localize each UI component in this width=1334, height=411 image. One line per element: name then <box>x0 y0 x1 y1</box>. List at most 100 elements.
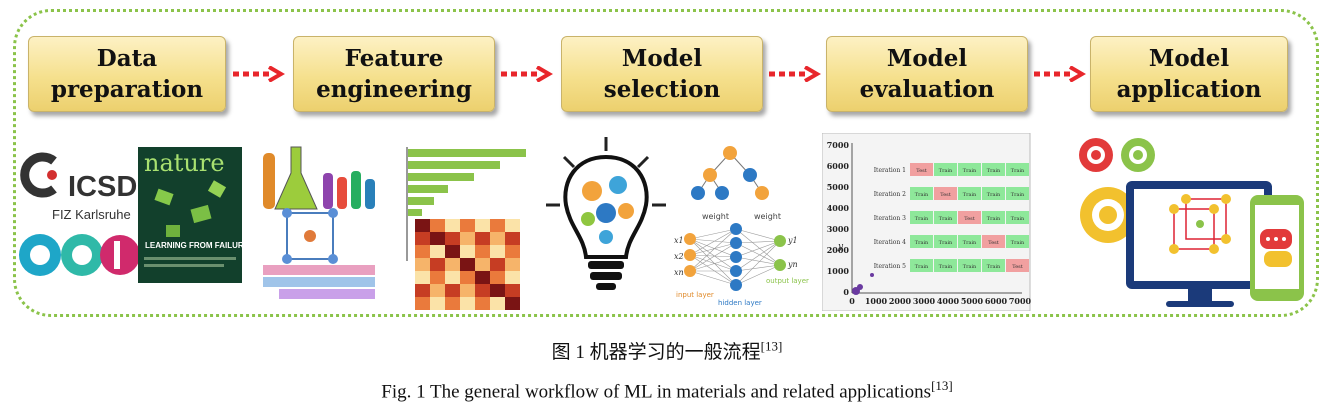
heatmap-cell <box>505 271 520 284</box>
lab-flasks-icon <box>263 146 375 210</box>
y-tick-label: 4000 <box>827 203 850 213</box>
x-tick-label: 5000 <box>961 296 984 306</box>
nn-connection <box>735 242 781 266</box>
train-fold <box>910 259 933 272</box>
x-tick-label: 1000 <box>865 296 888 306</box>
heatmap-cell <box>430 297 445 310</box>
input-x2: x2 <box>674 252 684 261</box>
model-application-illustration <box>1079 138 1304 307</box>
decision-tree-icon <box>691 146 769 200</box>
train-fold <box>958 235 981 248</box>
step-line1: Feature <box>344 45 444 72</box>
y-tick-label: 1000 <box>827 266 850 276</box>
input-layer-label: input layer <box>676 291 714 299</box>
nn-connection <box>689 228 737 272</box>
nn-connection <box>689 254 737 286</box>
train-fold <box>982 187 1005 200</box>
nn-connection <box>689 270 737 286</box>
nn-input-node <box>684 265 696 277</box>
nn-connection <box>689 228 737 256</box>
x-tick-label: 2000 <box>889 296 912 306</box>
heatmap-cell <box>475 284 490 297</box>
heatmap-cell <box>475 297 490 310</box>
nn-hidden-node <box>730 265 742 277</box>
iteration-label: Iteration 5 <box>874 263 906 270</box>
heatmap-cell <box>415 284 430 297</box>
nn-connection <box>735 240 781 244</box>
monitor-icon <box>1126 181 1272 307</box>
nn-connection <box>735 240 781 286</box>
train-fold <box>1006 235 1029 248</box>
heatmap-cell <box>430 258 445 271</box>
nn-connection <box>689 256 737 272</box>
heatmap-cell <box>460 245 475 258</box>
train-fold <box>934 163 957 176</box>
nature-title: nature <box>144 149 225 177</box>
weight-label-left: weight <box>702 212 729 221</box>
fold-label: Train <box>963 168 977 174</box>
heatmap-cell <box>430 271 445 284</box>
train-fold <box>934 259 957 272</box>
train-fold <box>1006 187 1029 200</box>
train-fold <box>910 187 933 200</box>
heatmap-cell <box>415 297 430 310</box>
fold-label: Test <box>988 240 998 246</box>
fold-label: Train <box>915 264 929 270</box>
iteration-label: Iteration 2 <box>874 191 906 198</box>
fiz-label: FIZ Karlsruhe <box>52 207 131 222</box>
step-line2: evaluation <box>859 76 995 103</box>
fold-label: Train <box>963 264 977 270</box>
heatmap-cell <box>505 219 520 232</box>
heatmap-cell <box>490 297 505 310</box>
nn-input-node <box>684 233 696 245</box>
x-tick-label: 4000 <box>937 296 960 306</box>
flow-arrow-4 <box>1034 66 1086 82</box>
heatmap-cell <box>460 258 475 271</box>
test-fold <box>1006 259 1029 272</box>
nn-connection <box>735 228 781 266</box>
heatmap-cell <box>415 271 430 284</box>
fold-label: Train <box>987 216 1001 222</box>
heatmap-cell <box>445 297 460 310</box>
model-selection-illustration: weight weight x1 x2 xn y1 yn input layer… <box>546 137 809 307</box>
train-fold <box>934 235 957 248</box>
heatmap-cell <box>490 245 505 258</box>
fold-label: Test <box>1012 264 1022 270</box>
flow-arrow-1 <box>233 66 285 82</box>
y-tick-label: 2000 <box>827 245 850 255</box>
heatmap-cell <box>460 219 475 232</box>
heatmap-cell <box>415 258 430 271</box>
heatmap-cell <box>445 284 460 297</box>
y-tick-label: 0 <box>843 287 849 297</box>
workflow-frame <box>13 9 1319 317</box>
step-line1: Data <box>96 45 158 72</box>
heatmap-cell <box>430 219 445 232</box>
nn-connection <box>735 264 781 286</box>
heatmap-cell <box>445 232 460 245</box>
nn-hidden-node <box>730 237 742 249</box>
nn-input-node <box>684 249 696 261</box>
neural-network-diagram <box>684 223 786 291</box>
heatmap-cell <box>505 245 520 258</box>
icsd-logo: ICSD FIZ Karlsruhe <box>20 152 137 222</box>
fold-label: Train <box>939 240 953 246</box>
heatmap-cell <box>445 219 460 232</box>
nn-connection <box>735 240 781 272</box>
heatmap-cell <box>505 258 520 271</box>
feature-engineering-illustration <box>263 146 526 310</box>
crystal-structure-icon <box>1169 194 1231 254</box>
nn-connection <box>689 238 737 258</box>
fold-label: Train <box>1011 168 1025 174</box>
nn-output-node <box>774 259 786 271</box>
heatmap-cell <box>445 271 460 284</box>
train-fold <box>910 235 933 248</box>
train-fold <box>1006 163 1029 176</box>
nn-output-node <box>774 235 786 247</box>
weight-label-right: weight <box>754 212 781 221</box>
train-fold <box>958 187 981 200</box>
fold-label: Train <box>987 168 1001 174</box>
